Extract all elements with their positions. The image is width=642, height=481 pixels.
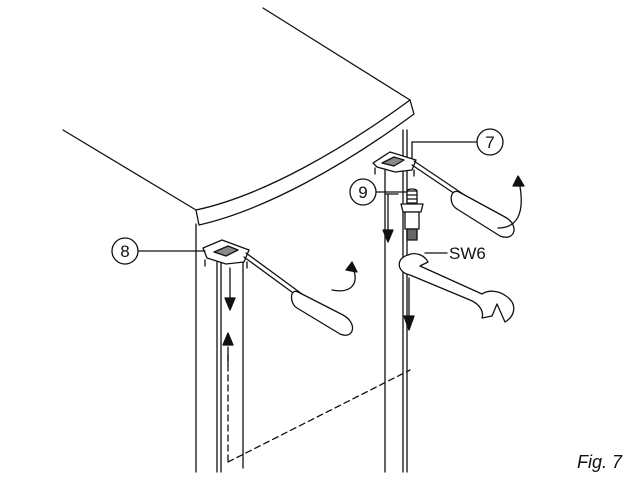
callout-8-circle: [111, 237, 139, 265]
right-rotate-arrowhead: [512, 175, 525, 187]
dashed-guide: [227, 354, 411, 463]
callout-7-number: 7: [485, 133, 494, 152]
right-screwdriver: [411, 160, 515, 238]
cabinet-top: [62, 7, 415, 226]
left-screwdriver: [243, 252, 354, 336]
cabinet-right-side: [384, 129, 408, 473]
callout-9-number: 9: [358, 183, 367, 202]
wrench-size-label: SW6: [449, 244, 486, 263]
right-bracket: [372, 151, 417, 177]
callout-8-number: 8: [120, 242, 129, 261]
callout-7-circle: [476, 128, 504, 156]
bracket-down-arrow: [382, 193, 399, 243]
left-up-arrow: [222, 332, 234, 366]
wrench-down-arrow: [403, 277, 415, 331]
cabinet-left-side: [195, 223, 244, 473]
right-rotate-arrow: [497, 180, 522, 229]
left-rotate-arrowhead: [345, 261, 358, 273]
figure-label: Fig. 7: [576, 452, 622, 472]
left-bracket: [202, 239, 250, 269]
left-down-arrow: [224, 267, 236, 311]
callout-9-circle: [349, 178, 377, 206]
adjusting-foot: [400, 188, 424, 241]
wrench: [398, 253, 515, 323]
